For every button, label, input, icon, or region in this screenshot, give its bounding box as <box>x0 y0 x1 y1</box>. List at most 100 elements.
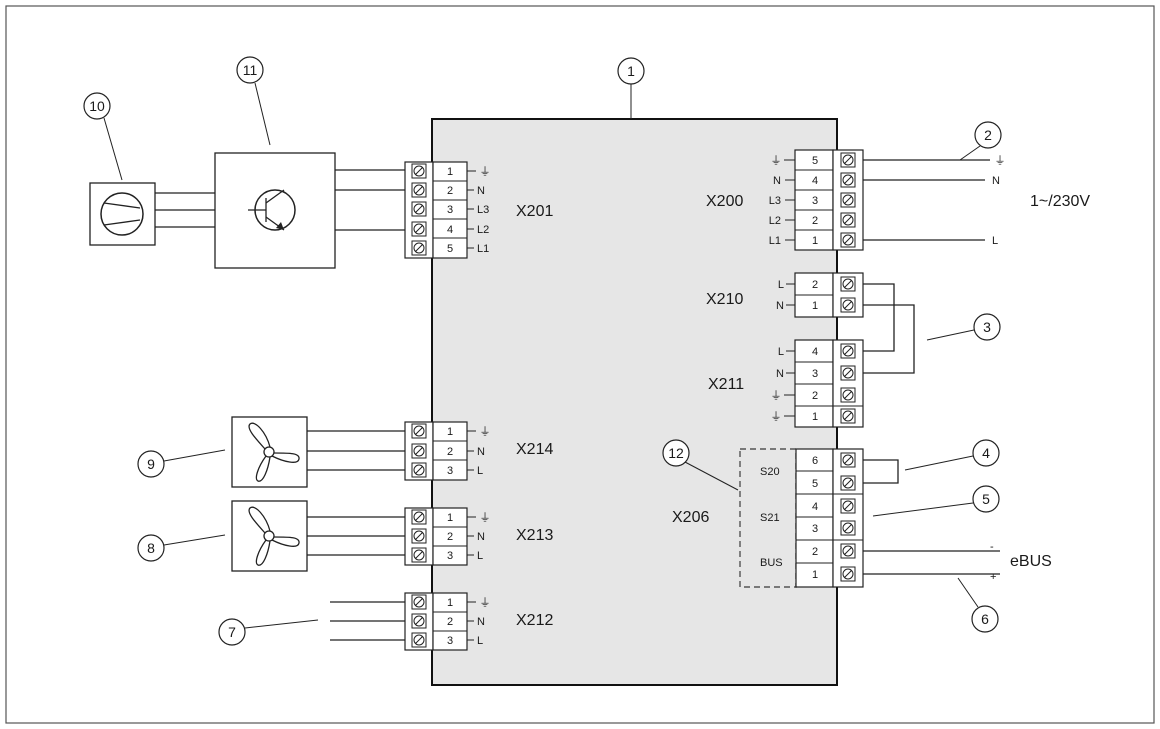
connector-label-x212: X212 <box>516 612 553 629</box>
svg-text:5: 5 <box>447 243 453 255</box>
svg-text:6: 6 <box>981 611 989 627</box>
svg-text:N: N <box>477 446 485 458</box>
svg-text:L1: L1 <box>477 243 489 255</box>
callout-3: 3 <box>926 313 1001 341</box>
svg-text:L: L <box>992 235 998 247</box>
svg-text:N: N <box>477 185 485 197</box>
svg-text:L: L <box>477 550 483 562</box>
s20-bridge <box>863 459 899 484</box>
callout-2: 2 <box>959 121 1002 161</box>
svg-text:7: 7 <box>228 624 236 640</box>
svg-text:1: 1 <box>812 235 818 247</box>
svg-text:2: 2 <box>812 390 818 402</box>
connector-x214: 1 2 3 ⏚ N L X214 <box>404 421 553 481</box>
svg-text:9: 9 <box>147 456 155 472</box>
connector-label-x213: X213 <box>516 527 553 544</box>
svg-text:3: 3 <box>447 635 453 647</box>
svg-text:3: 3 <box>983 319 991 335</box>
svg-text:L2: L2 <box>477 224 489 236</box>
earth-icon: ⏚ <box>480 165 491 178</box>
svg-text:N: N <box>773 175 781 187</box>
callout-5: 5 <box>872 485 1000 517</box>
connector-x206: 6 5 4 3 2 1 S20 S21 BUS X206 <box>672 448 864 588</box>
earth-icon: ⏚ <box>480 425 491 438</box>
svg-text:3: 3 <box>447 550 453 562</box>
inverter-transistor-icon <box>214 152 336 269</box>
callout-1: 1 <box>617 57 645 119</box>
x210-x211-bridge <box>863 283 915 374</box>
svg-text:L: L <box>778 279 784 291</box>
earth-icon: ⏚ <box>995 154 1006 167</box>
callout-9: 9 <box>137 449 226 478</box>
svg-text:6: 6 <box>812 455 818 467</box>
svg-text:1: 1 <box>812 300 818 312</box>
svg-text:4: 4 <box>447 224 453 236</box>
connector-label-x214: X214 <box>516 441 553 458</box>
svg-text:S21: S21 <box>760 512 780 524</box>
svg-text:2: 2 <box>447 531 453 543</box>
svg-text:1: 1 <box>812 411 818 423</box>
svg-text:3: 3 <box>447 204 453 216</box>
earth-icon: ⏚ <box>771 410 782 423</box>
svg-text:4: 4 <box>982 445 990 461</box>
svg-text:1: 1 <box>447 597 453 609</box>
connector-label-x201: X201 <box>516 203 553 220</box>
svg-text:-: - <box>990 541 994 553</box>
connector-x200: 5 4 3 2 1 ⏚ N L3 L2 L1 X200 <box>706 149 864 251</box>
connector-label-x200: X200 <box>706 193 743 210</box>
svg-text:8: 8 <box>147 540 155 556</box>
fan-wires-x213 <box>307 516 405 556</box>
connector-label-x206: X206 <box>672 509 709 526</box>
connector-x201: 1 2 3 4 5 ⏚ N L3 L2 L1 X201 <box>404 161 553 259</box>
svg-text:4: 4 <box>812 501 818 513</box>
callout-11: 11 <box>236 56 271 146</box>
svg-text:3: 3 <box>447 465 453 477</box>
svg-text:L: L <box>778 346 784 358</box>
svg-text:4: 4 <box>812 346 818 358</box>
fan-icon <box>231 500 308 572</box>
svg-text:3: 3 <box>812 368 818 380</box>
svg-text:2: 2 <box>447 185 453 197</box>
connector-label-x210: X210 <box>706 291 743 308</box>
connector-x211: 4 3 2 1 L N ⏚ ⏚ X211 <box>708 339 864 428</box>
mains-wires: ⏚ N L 1~/230V <box>863 154 1090 247</box>
svg-text:2: 2 <box>447 616 453 628</box>
svg-text:10: 10 <box>89 98 105 114</box>
svg-text:L1: L1 <box>769 235 781 247</box>
svg-text:N: N <box>776 300 784 312</box>
svg-text:4: 4 <box>812 175 818 187</box>
svg-text:N: N <box>477 616 485 628</box>
supply-voltage-label: 1~/230V <box>1030 193 1090 210</box>
earth-icon: ⏚ <box>771 154 782 167</box>
svg-text:+: + <box>990 571 996 583</box>
svg-text:N: N <box>992 175 1000 187</box>
connector-x212: 1 2 3 ⏚ N L X212 <box>404 592 553 651</box>
svg-text:1: 1 <box>447 512 453 524</box>
svg-text:3: 3 <box>812 523 818 535</box>
ebus-wires: - + eBUS <box>863 541 1052 583</box>
main-board <box>431 118 838 686</box>
callout-7: 7 <box>218 618 319 646</box>
callout-8: 8 <box>137 534 226 562</box>
svg-text:L: L <box>477 465 483 477</box>
svg-text:S20: S20 <box>760 466 780 478</box>
inverter-wires <box>335 169 405 231</box>
callout-6: 6 <box>957 577 999 633</box>
svg-text:1: 1 <box>812 569 818 581</box>
svg-text:BUS: BUS <box>760 557 783 569</box>
svg-text:1: 1 <box>627 63 635 79</box>
fan-wires-x214 <box>307 430 405 471</box>
svg-text:2: 2 <box>812 215 818 227</box>
svg-text:L3: L3 <box>769 195 781 207</box>
svg-text:N: N <box>776 368 784 380</box>
callout-4: 4 <box>904 439 1000 471</box>
svg-text:5: 5 <box>812 155 818 167</box>
svg-text:2: 2 <box>812 546 818 558</box>
connector-label-x211: X211 <box>708 376 744 393</box>
earth-icon: ⏚ <box>480 596 491 609</box>
connector-x213: 1 2 3 ⏚ N L X213 <box>404 507 553 566</box>
svg-text:5: 5 <box>812 478 818 490</box>
connector-x210: 2 1 L N X210 <box>706 272 864 318</box>
svg-text:L2: L2 <box>769 215 781 227</box>
